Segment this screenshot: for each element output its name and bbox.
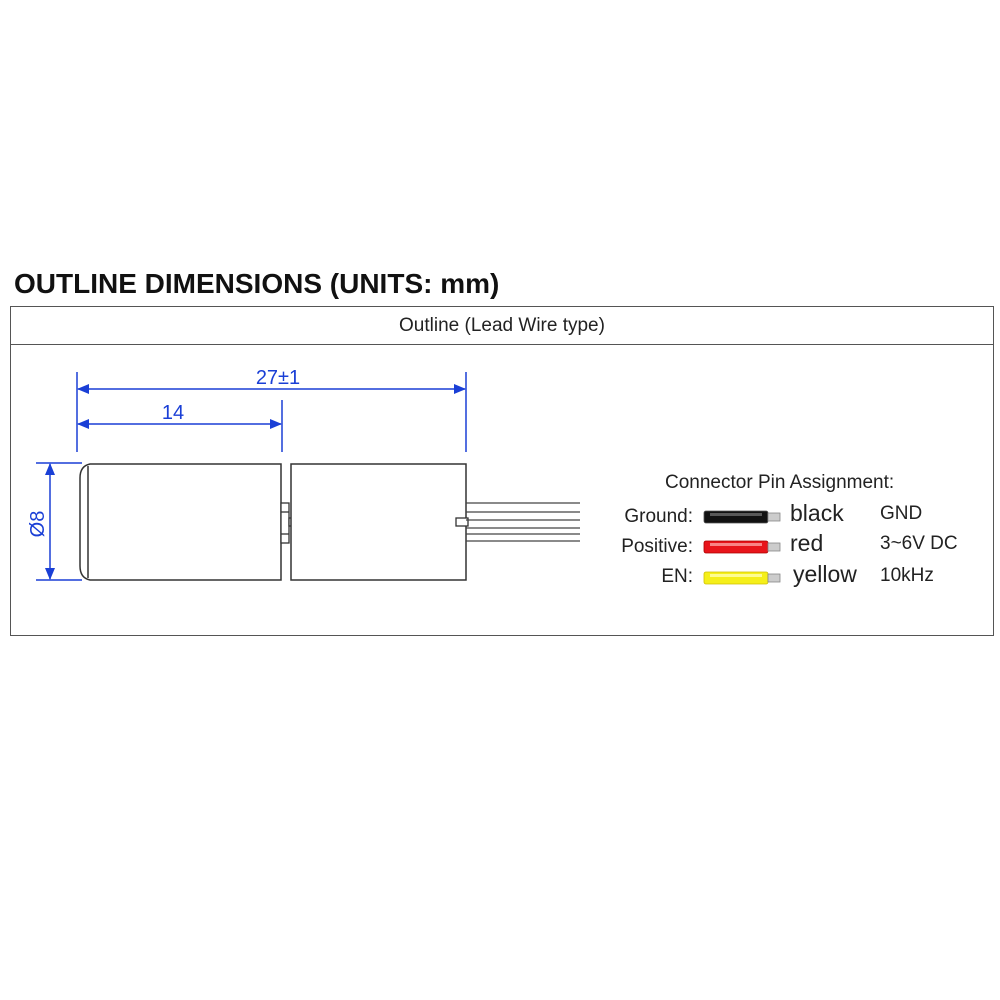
lead-wires [465, 502, 580, 542]
motor-body [79, 463, 282, 581]
dim-body-length-label: 14 [162, 402, 184, 424]
pin-signal-gnd: GND [880, 503, 923, 524]
driver-housing [290, 463, 467, 581]
page-title: OUTLINE DIMENSIONS (UNITS: mm) [14, 268, 500, 299]
pin-color-red: red [790, 530, 824, 556]
pin-label-ground: Ground: [624, 506, 693, 527]
pin-color-black: black [790, 500, 844, 526]
outline-table: Outline (Lead Wire type) [10, 306, 994, 636]
pin-signal-frequency: 10kHz [880, 565, 934, 586]
wire-swatch-black [703, 510, 781, 524]
pin-color-yellow: yellow [793, 561, 857, 587]
pin-assignment-title: Connector Pin Assignment: [665, 472, 895, 493]
pin-label-positive: Positive: [621, 536, 693, 557]
rear-stub [455, 517, 469, 527]
pin-signal-voltage: 3~6V DC [880, 533, 958, 554]
dim-diameter-label: Ø8 [27, 511, 49, 538]
wire-swatch-yellow [703, 571, 781, 585]
pin-label-en: EN: [661, 566, 693, 587]
table-header: Outline (Lead Wire type) [11, 307, 993, 345]
wire-swatch-red [703, 540, 781, 554]
dim-overall-length-label: 27±1 [256, 367, 300, 389]
